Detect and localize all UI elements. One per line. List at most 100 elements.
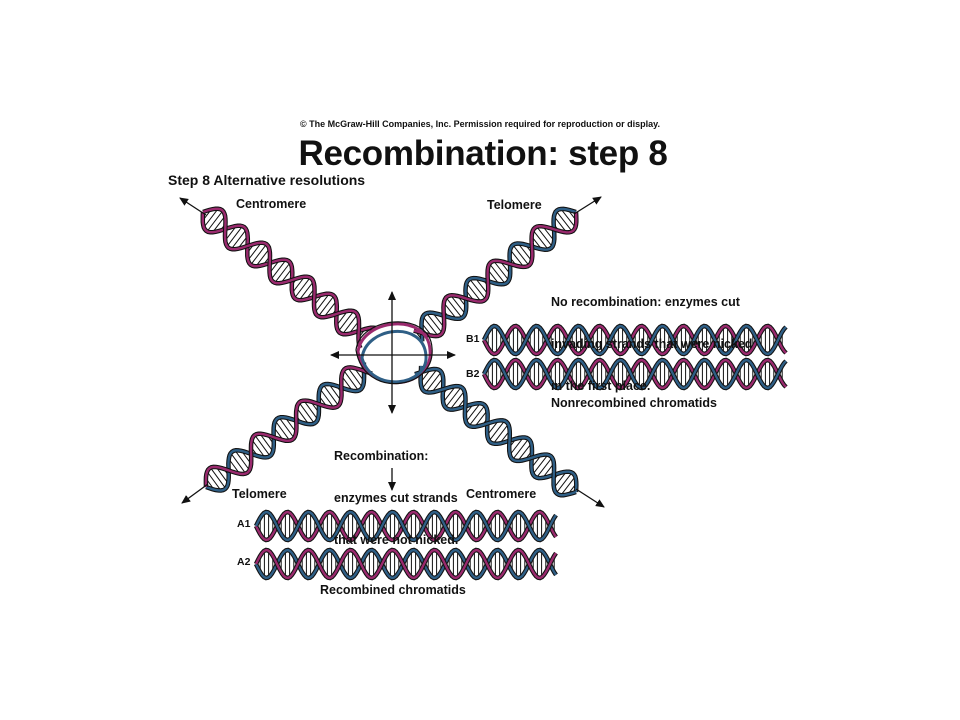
base-pair-rung: [291, 276, 305, 294]
base-pair-rung: [449, 390, 465, 410]
upper-right-helix-arm: [413, 206, 579, 342]
base-pair-rung: [553, 216, 567, 233]
base-pair-rung: [442, 385, 456, 403]
chromatid-a1-label: A1: [237, 518, 251, 530]
base-pair-rung: [553, 471, 567, 489]
base-pair-rung: [294, 277, 311, 299]
base-pair-rung: [532, 454, 549, 475]
base-pair-rung: [251, 439, 266, 458]
base-pair-rung: [426, 312, 443, 334]
base-pair-rung: [317, 295, 335, 317]
base-pair-rung: [314, 293, 330, 313]
no-recombination-line-1: No recombination: enzymes cut: [551, 295, 740, 309]
junction-center: [355, 321, 433, 385]
dna-strand: [414, 367, 578, 493]
dna-strand: [482, 324, 787, 356]
base-pair-rung: [203, 208, 219, 228]
base-pair-rung: [230, 229, 247, 250]
end-arrows: [179, 196, 605, 508]
base-pair-rung: [274, 420, 291, 441]
base-pair-rung: [450, 295, 466, 315]
chromatid-b2-label: B2: [466, 368, 480, 380]
dna-strand: [254, 548, 557, 580]
base-pair-rung: [278, 417, 295, 439]
base-pair-rung: [215, 466, 229, 484]
base-pair-rung: [555, 472, 573, 494]
base-pair-rung: [445, 297, 463, 319]
chromatid-b2-helix: [481, 357, 788, 391]
step-subtitle: Step 8 Alternative resolutions: [168, 172, 366, 188]
base-pair-rung: [342, 314, 358, 335]
base-pair-rung: [250, 243, 267, 266]
base-pair-rung: [319, 388, 335, 408]
base-pair-rung: [492, 423, 509, 444]
base-pair-rung: [512, 438, 529, 460]
upper-left-helix-arm: [200, 206, 376, 349]
recombination-line-1: Recombination:: [334, 449, 429, 463]
base-pair-rung: [270, 259, 287, 280]
base-pair-rung: [421, 368, 438, 389]
recombined-caption: Recombined chromatids: [320, 583, 466, 597]
base-pair-rung: [443, 302, 457, 320]
base-pair-rung: [247, 242, 262, 261]
dna-strand: [419, 365, 577, 497]
base-pair-rung: [298, 402, 315, 424]
lower-right-helix-arm: [414, 365, 579, 498]
base-pair-rung: [488, 420, 505, 442]
base-pair-rung: [512, 244, 530, 266]
telomere-label-bottom: Telomere: [232, 487, 287, 501]
base-pair-rung: [536, 457, 553, 478]
base-pair-rung: [234, 450, 250, 471]
dna-strand: [254, 510, 557, 542]
base-pair-rung: [509, 437, 524, 456]
base-pair-rung: [425, 371, 442, 393]
dna-strand: [202, 207, 362, 349]
recombination-description: Recombination: enzymes cut strands that …: [334, 421, 458, 575]
base-pair-rung: [322, 384, 339, 406]
chromatid-a2-helix: [253, 547, 558, 581]
base-pair-rung: [212, 215, 226, 233]
base-pair-rung: [296, 407, 310, 425]
base-pair-rung: [274, 262, 291, 284]
no-recombination-line-2: invading strands that were nicked: [551, 337, 753, 351]
base-pair-rung: [445, 386, 462, 408]
base-pair-rung: [230, 452, 247, 474]
base-pair-rung: [474, 277, 489, 295]
base-pair-rung: [254, 434, 271, 457]
centromere-label-top: Centromere: [236, 197, 307, 211]
base-pair-rung: [465, 402, 481, 423]
page-title: Recombination: step 8: [298, 134, 668, 173]
base-pair-rung: [517, 243, 533, 262]
base-pair-rung: [555, 210, 573, 232]
base-pair-rung: [259, 433, 274, 452]
nonrecombined-caption: Nonrecombined chromatids: [551, 396, 717, 410]
base-pair-rung: [466, 282, 482, 302]
recombination-line-2: enzymes cut strands: [334, 491, 458, 505]
base-pair-rung: [474, 410, 488, 428]
recombination-line-3: that were not nicked.: [334, 533, 459, 547]
base-pair-rung: [210, 467, 227, 489]
dna-strand: [413, 211, 578, 338]
base-pair-rung: [343, 369, 359, 391]
chromatid-b1-label: B1: [466, 333, 480, 345]
centromere-label-bottom: Centromere: [466, 487, 537, 501]
base-pair-rung: [532, 229, 549, 250]
base-pair-rung: [206, 471, 222, 491]
base-pair-rung: [560, 476, 576, 496]
telomere-label-top: Telomere: [487, 198, 542, 212]
no-recombination-line-3: in the first place.: [551, 379, 651, 393]
base-pair-rung: [337, 310, 355, 332]
base-pair-rung: [489, 263, 506, 285]
base-pair-rung: [298, 281, 314, 301]
base-pair-rung: [226, 225, 243, 247]
base-pair-rung: [468, 405, 486, 427]
chromatid-b1-helix: [481, 323, 788, 357]
cut-axis-arrows: [330, 291, 456, 414]
base-pair-rung: [560, 208, 576, 228]
base-pair-rung: [509, 249, 525, 268]
dna-strand: [254, 548, 557, 580]
base-pair-rung: [328, 383, 342, 401]
dna-strand: [204, 366, 373, 488]
dna-strand: [201, 211, 376, 336]
